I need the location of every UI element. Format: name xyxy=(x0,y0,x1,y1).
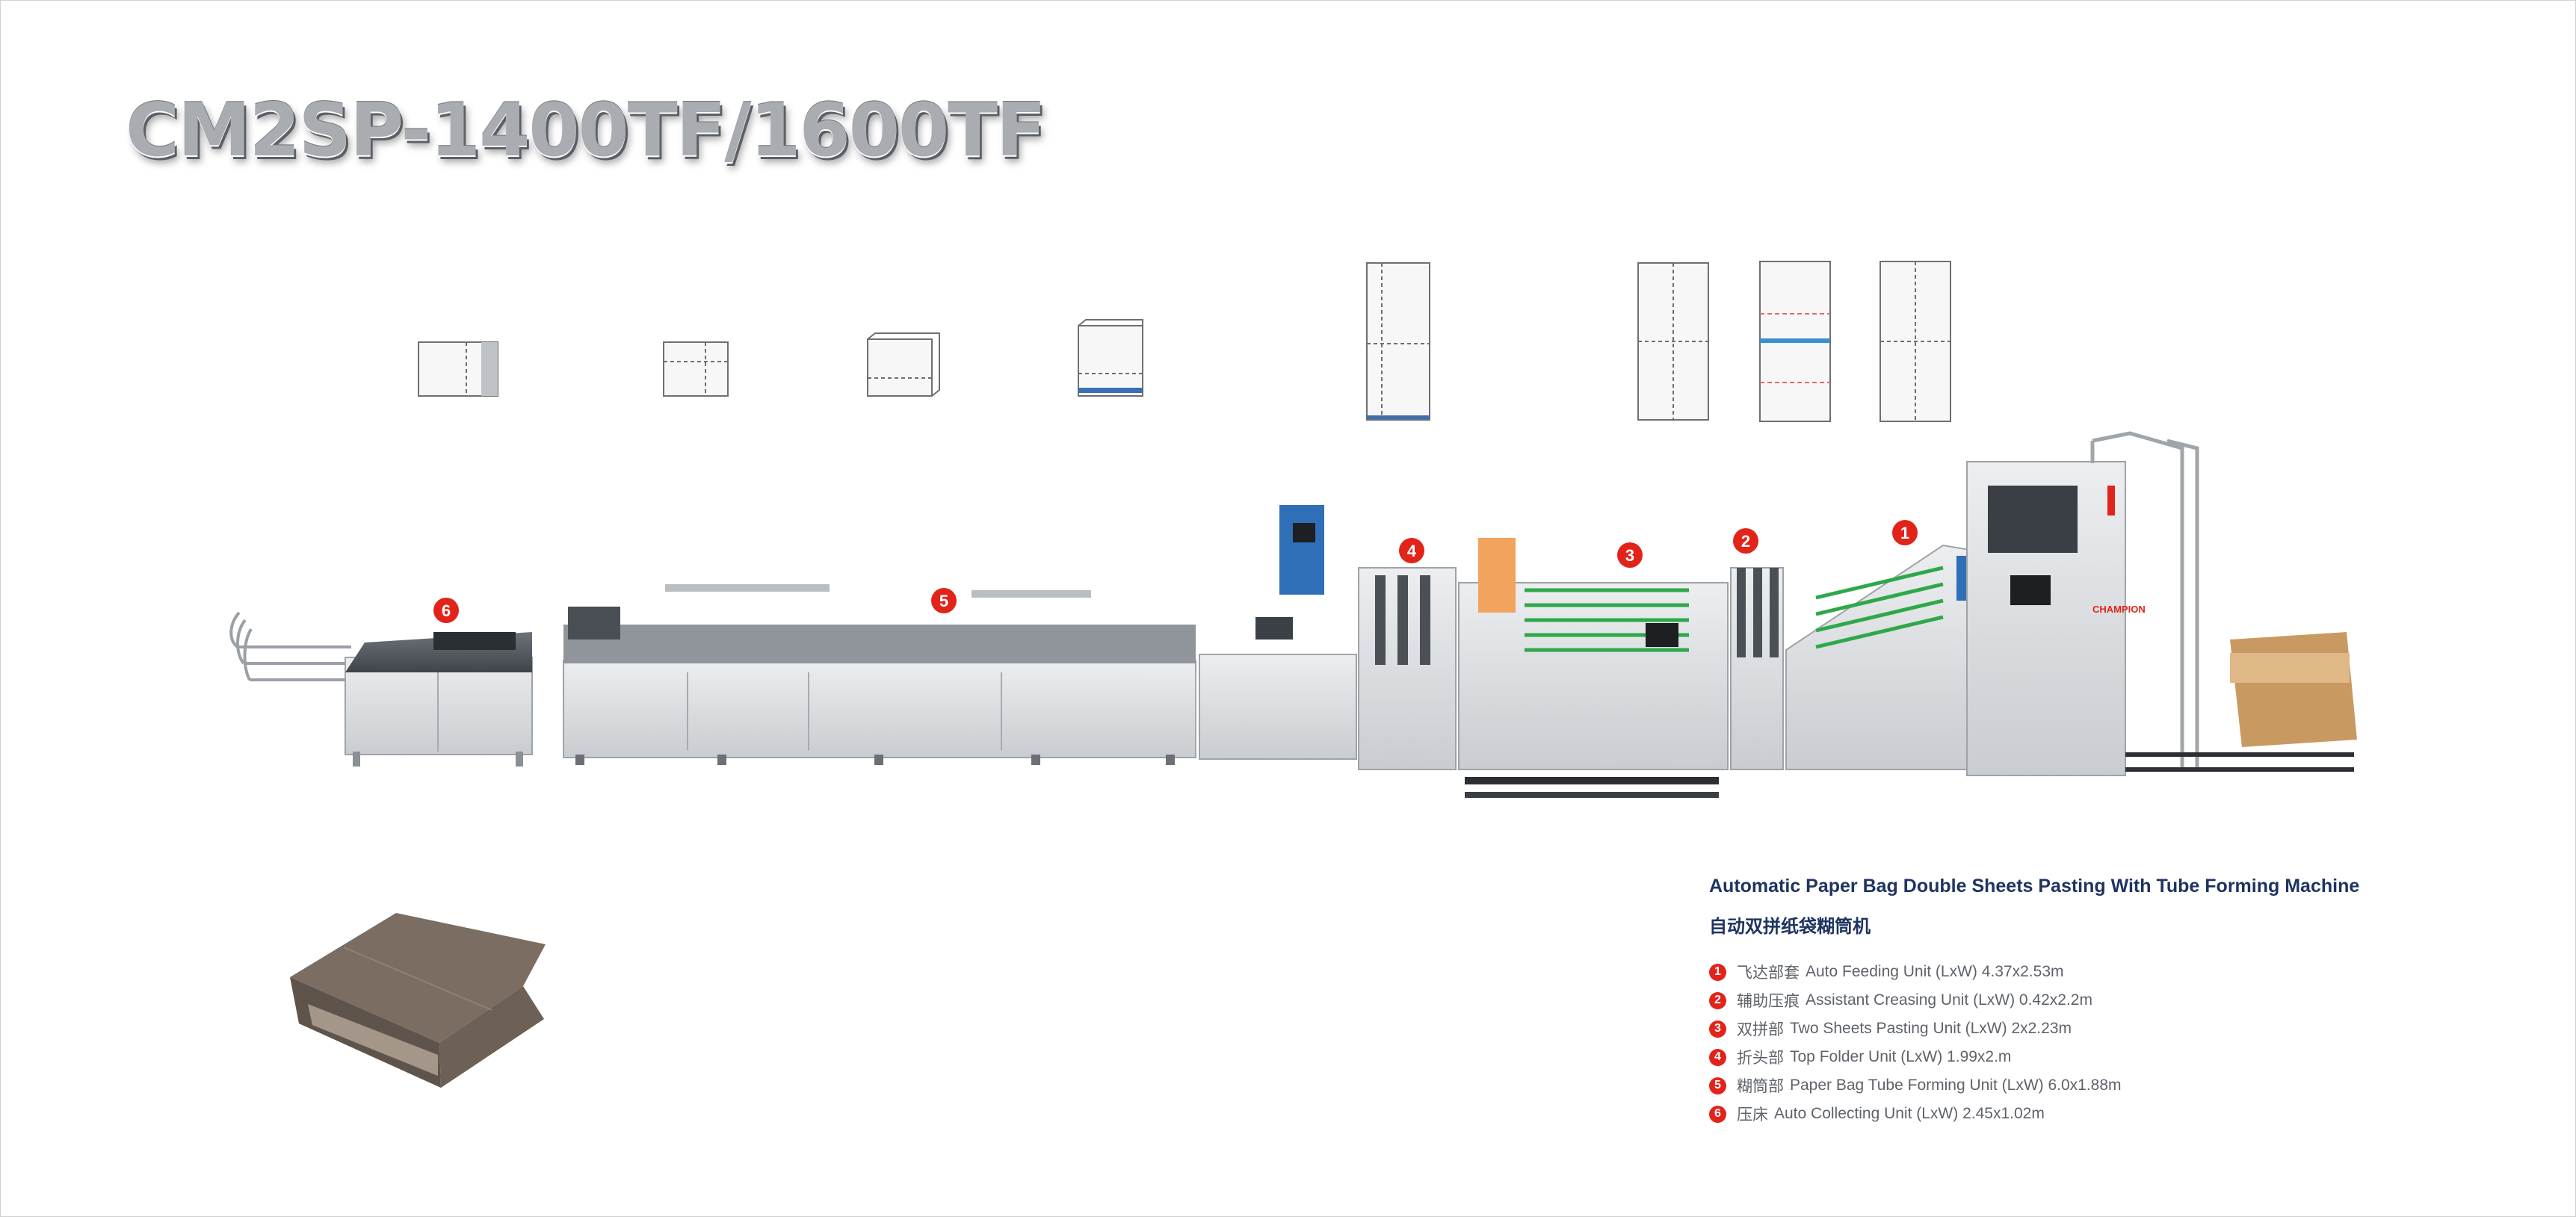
unit-number-badge: 6 xyxy=(1709,1105,1726,1123)
two-sheets-pasting-unit xyxy=(1458,538,1729,784)
blank-diagram-3 xyxy=(867,332,940,397)
unit-name-cn: 折头部 xyxy=(1737,1049,1784,1067)
unit-desc-en: Paper Bag Tube Forming Unit (LxW) 6.0x1.… xyxy=(1790,1077,2122,1094)
pile-frame-and-pallet xyxy=(2090,431,2357,772)
tube-forming-unit xyxy=(563,505,1357,765)
unit-number-badge: 2 xyxy=(1709,991,1726,1009)
output-rails xyxy=(229,611,351,681)
unit-number-badge: 3 xyxy=(1709,1020,1726,1038)
unit-number-badge: 5 xyxy=(1709,1077,1726,1094)
blank-diagram-4 xyxy=(1078,319,1143,397)
blank-diagram-7 xyxy=(1759,261,1831,422)
unit-desc-en: Auto Collecting Unit (LxW) 2.45x1.02m xyxy=(1774,1105,2045,1122)
unit-name-cn: 压床 xyxy=(1737,1106,1768,1124)
unit-desc-en: Auto Feeding Unit (LxW) 4.37x2.53m xyxy=(1806,963,2064,980)
unit-marker-4-num: 4 xyxy=(1407,542,1417,560)
unit-marker-5: 5 xyxy=(931,588,957,613)
unit-marker-3-num: 3 xyxy=(1625,546,1634,565)
unit-marker-2: 2 xyxy=(1733,528,1758,554)
unit-name-cn: 糊筒部 xyxy=(1737,1077,1784,1095)
unit-item-6: 6 压床 Auto Collecting Unit (LxW) 2.45x1.02m xyxy=(1709,1100,2122,1128)
unit-marker-1-num: 1 xyxy=(1900,524,1909,542)
model-title: CM2SP-1400TF/1600TF xyxy=(126,88,1046,173)
assistant-creasing-unit xyxy=(1730,567,1784,770)
unit-markers: 1 2 3 4 5 6 xyxy=(433,520,1918,623)
unit-name-cn: 辅助压痕 xyxy=(1737,992,1800,1010)
unit-marker-2-num: 2 xyxy=(1741,532,1750,551)
unit-marker-5-num: 5 xyxy=(939,592,948,610)
sheet-step-diagrams xyxy=(418,261,1951,422)
unit-item-3: 3 双拼部 Two Sheets Pasting Unit (LxW) 2x2.23… xyxy=(1709,1015,2122,1043)
collecting-unit xyxy=(345,632,533,767)
machine-title-cn: 自动双拼纸袋糊筒机 xyxy=(1709,916,1871,937)
brand-label: CHAMPION xyxy=(2092,604,2146,615)
finished-bag-illustration xyxy=(290,913,546,1088)
blank-diagram-8 xyxy=(1880,261,1951,422)
operator-platform xyxy=(1465,792,1719,798)
unit-marker-3: 3 xyxy=(1617,542,1643,568)
unit-number-badge: 4 xyxy=(1709,1048,1726,1066)
unit-marker-6: 6 xyxy=(433,598,459,623)
unit-item-4: 4 折头部 Top Folder Unit (LxW) 1.99x2.m xyxy=(1709,1043,2122,1071)
unit-marker-4: 4 xyxy=(1399,538,1424,563)
blank-diagram-1 xyxy=(418,341,498,397)
unit-item-1: 1 飞达部套 Auto Feeding Unit (LxW) 4.37x2.53m xyxy=(1709,958,2122,986)
blank-diagram-6 xyxy=(1637,262,1709,421)
auto-feeding-unit: CHAMPION xyxy=(1785,461,2146,776)
unit-item-5: 5 糊筒部 Paper Bag Tube Forming Unit (LxW) 6.… xyxy=(1709,1071,2122,1100)
machine-line-illustration: CHAMPION xyxy=(229,431,2357,798)
machine-title-en: Automatic Paper Bag Double Sheets Pastin… xyxy=(1709,876,2360,897)
unit-number-badge: 1 xyxy=(1709,963,1726,981)
unit-name-cn: 飞达部套 xyxy=(1737,964,1800,982)
unit-marker-6-num: 6 xyxy=(442,601,451,620)
unit-desc-en: Assistant Creasing Unit (LxW) 0.42x2.2m xyxy=(1806,991,2092,1009)
top-folder-unit xyxy=(1358,567,1457,770)
unit-name-cn: 双拼部 xyxy=(1737,1021,1784,1038)
blank-diagram-5 xyxy=(1366,262,1430,421)
unit-marker-1: 1 xyxy=(1892,520,1918,545)
blank-diagram-2 xyxy=(663,341,729,397)
unit-item-2: 2 辅助压痕 Assistant Creasing Unit (LxW) 0.42x… xyxy=(1709,986,2122,1015)
unit-desc-en: Top Folder Unit (LxW) 1.99x2.m xyxy=(1790,1048,2012,1065)
unit-desc-en: Two Sheets Pasting Unit (LxW) 2x2.23m xyxy=(1790,1020,2072,1037)
